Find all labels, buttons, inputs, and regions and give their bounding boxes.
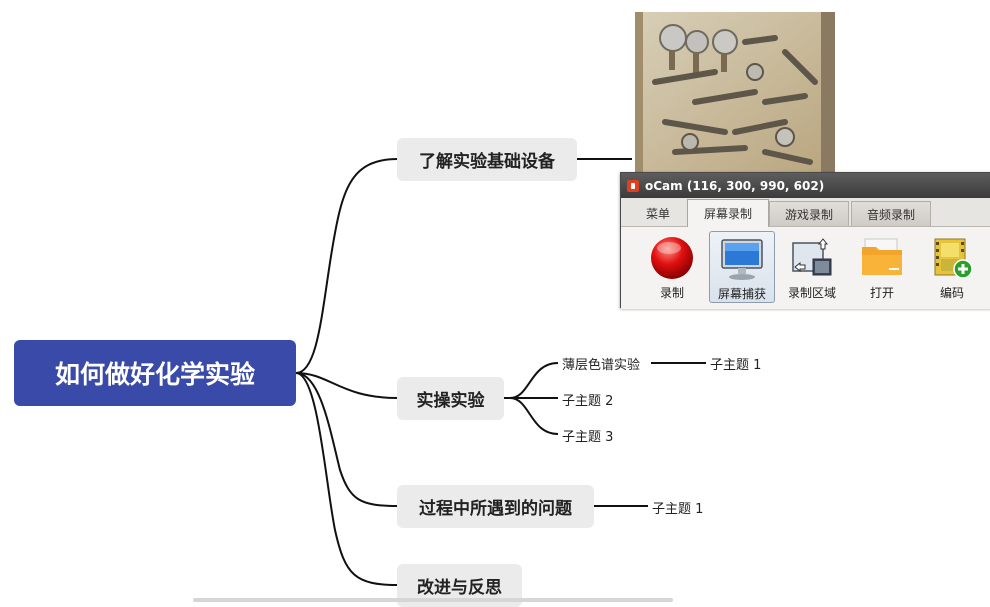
- monitor-icon: [721, 239, 763, 280]
- topic-problems[interactable]: 过程中所遇到的问题: [397, 485, 594, 528]
- tab-menu[interactable]: 菜单: [645, 207, 670, 221]
- connector-topic-2: [295, 372, 399, 399]
- connector-topic-4: [295, 372, 399, 586]
- tab-game-record[interactable]: 游戏录制: [769, 201, 849, 226]
- ocam-tabbar: 菜单 屏幕录制 游戏录制 音频录制: [621, 198, 990, 227]
- record-button[interactable]: 录制: [639, 231, 705, 303]
- ocam-titlebar[interactable]: oCam (116, 300, 990, 602): [621, 173, 990, 198]
- topic-lab-equipment[interactable]: 了解实验基础设备: [397, 138, 577, 181]
- connector-sub-3: [509, 397, 559, 435]
- encode-button[interactable]: 编码: [919, 231, 985, 303]
- problem-subtopic-1[interactable]: 子主题 1: [652, 502, 704, 517]
- horizontal-scrollbar[interactable]: [193, 598, 673, 602]
- open-button[interactable]: 打开: [849, 231, 915, 303]
- encode-label: 编码: [939, 286, 964, 300]
- topic-experiment[interactable]: 实操实验: [397, 377, 504, 420]
- ocam-logo-icon: [627, 179, 639, 192]
- connector-sub-1: [504, 362, 559, 399]
- record-label: 录制: [659, 286, 684, 300]
- subtopic-1-child[interactable]: 子主题 1: [710, 358, 762, 373]
- record-area-icon: [792, 238, 832, 276]
- connector-topic-1: [295, 158, 399, 374]
- ocam-title: oCam (116, 300, 990, 602): [645, 178, 825, 193]
- root-topic[interactable]: 如何做好化学实验: [14, 340, 296, 406]
- folder-icon: [862, 238, 902, 275]
- subtopic-tlc-experiment[interactable]: 薄层色谱实验: [562, 358, 641, 373]
- ocam-window[interactable]: oCam (116, 300, 990, 602) 菜单 屏幕录制 游戏录制 音…: [620, 172, 990, 309]
- record-area-button[interactable]: 录制区域: [779, 231, 845, 303]
- screen-capture-label: 屏幕捕获: [717, 287, 766, 301]
- tab-audio-record[interactable]: 音频录制: [851, 201, 931, 226]
- lab-equipment-photo[interactable]: [635, 12, 835, 172]
- open-label: 打开: [869, 286, 894, 300]
- record-area-label: 录制区域: [787, 286, 836, 300]
- ocam-toolbar: 录制 屏幕捕获 录制区域: [621, 227, 990, 309]
- tab-screen-record[interactable]: 屏幕录制: [687, 199, 769, 227]
- subtopic-2[interactable]: 子主题 2: [562, 394, 614, 409]
- record-icon: [651, 237, 693, 279]
- film-add-icon: [934, 238, 973, 279]
- connector-topic-3: [295, 372, 399, 507]
- subtopic-3[interactable]: 子主题 3: [562, 430, 614, 445]
- screen-capture-button[interactable]: 屏幕捕获: [709, 231, 775, 303]
